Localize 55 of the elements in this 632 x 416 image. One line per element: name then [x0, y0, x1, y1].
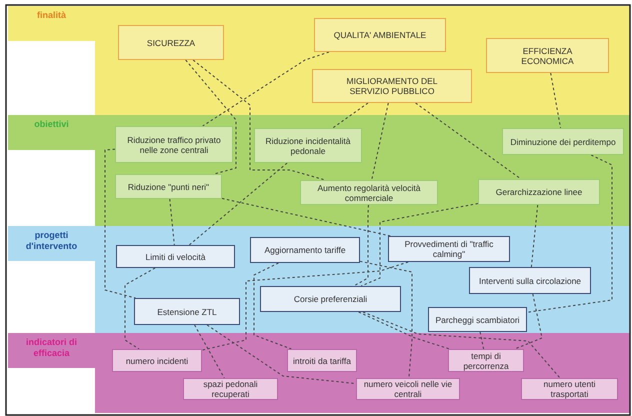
connector-line [362, 312, 560, 378]
connector-line [353, 204, 369, 286]
text-box: Aggiornamento tariffe [250, 237, 360, 263]
text-box: Corsie preferenziali [260, 286, 401, 312]
text-box: tempi di percorrenza [448, 349, 524, 372]
connector-line [526, 154, 612, 313]
connector-line [188, 162, 288, 246]
text-box: numero veicoli nelle vie centrali [356, 378, 460, 400]
text-box: Diminuzione dei perditempo [502, 128, 624, 155]
band [8, 333, 630, 413]
band [8, 6, 630, 115]
band [8, 226, 630, 333]
connector-line [514, 294, 543, 350]
text-box: introiti da tariffa [287, 349, 357, 372]
connector-line [332, 102, 368, 128]
connector-line [206, 324, 356, 384]
text-box: EFFICIENZA ECONOMICA [486, 38, 609, 73]
connector-line [415, 102, 522, 180]
band-heading: obiettivi [33, 119, 70, 130]
text-box: Aumento regolarità velocità commerciale [300, 180, 438, 205]
connector-line [222, 198, 392, 236]
text-box: spazi pedonali recuperati [183, 378, 278, 400]
connector-line [530, 204, 538, 268]
text-box: Interventi sulla circolazione [469, 267, 591, 294]
text-box: MIGLIORAMENTO DEL SERVIZIO PUBBLICO [312, 69, 472, 103]
connector-line [104, 148, 136, 298]
connector-line [185, 60, 236, 174]
connector-line [202, 262, 409, 351]
text-box: Limiti di velocità [116, 245, 235, 268]
text-box: SICUREZZA [118, 25, 224, 60]
connector-line [202, 52, 330, 126]
band-heading: finalità [36, 10, 67, 21]
text-box: Gerarchizzazione linee [478, 179, 600, 205]
connector-line [124, 268, 156, 350]
text-box: Riduzione incidentalità pedonale [254, 128, 362, 163]
text-box: Riduzione "punti neri" [115, 174, 222, 199]
band [8, 115, 630, 226]
text-box: Riduzione traffico privato nelle zone centrali [115, 126, 233, 163]
band-heading: indicatori di efficacia [24, 337, 78, 359]
connector-line [254, 262, 292, 350]
connector-line [169, 198, 175, 246]
band-heading: progetti d'intervento [24, 230, 78, 252]
connector-line [358, 312, 450, 350]
connector-line [194, 324, 225, 378]
connector-line [371, 102, 389, 180]
text-box: Parcheggi scambiatori [428, 307, 527, 332]
text-box: Estensione ZTL [134, 298, 240, 325]
connector-line [360, 203, 478, 286]
text-box: numero incidenti [112, 349, 202, 372]
text-box: QUALITA' AMBIENTALE [314, 18, 446, 52]
connector-line [192, 60, 326, 180]
text-box: Provvedimenti di "traffic calming" [388, 236, 510, 262]
connector-line [360, 260, 412, 378]
text-box: numero utenti trasportati [521, 378, 618, 400]
connector-line [480, 332, 484, 350]
